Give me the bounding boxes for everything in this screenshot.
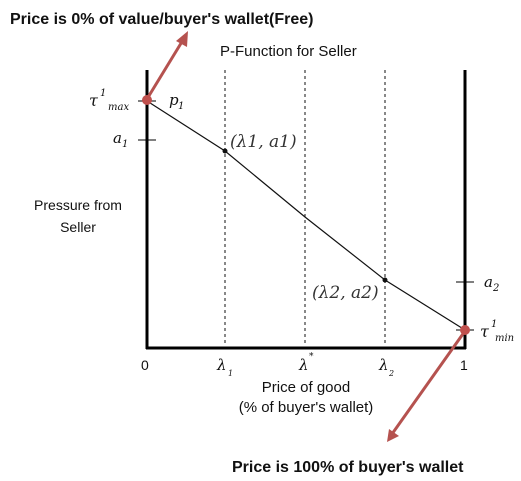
a1-label: a 1 bbox=[113, 129, 128, 150]
svg-text:2: 2 bbox=[492, 283, 499, 294]
diagram-title: P-Function for Seller bbox=[220, 43, 357, 60]
x-tick-0: 0 bbox=[141, 357, 149, 373]
point-lambda1-a1 bbox=[222, 148, 228, 154]
point1-label: (λ1, a1) bbox=[230, 132, 297, 152]
top-arrowhead bbox=[176, 31, 188, 47]
tau-min-label: τ 1 min bbox=[480, 319, 514, 344]
y-axis-label-line2: Seller bbox=[60, 219, 96, 235]
tau-max-endpoint bbox=[142, 95, 152, 105]
bottom-arrow bbox=[390, 330, 467, 435]
x-axis-label-line1: Price of good bbox=[262, 379, 350, 396]
svg-text:min: min bbox=[495, 333, 514, 344]
svg-text:*: * bbox=[309, 352, 314, 362]
p1-label: p 1 bbox=[169, 91, 184, 112]
svg-text:λ: λ bbox=[216, 356, 227, 374]
bottom-annotation: Price is 100% of buyer's wallet bbox=[232, 459, 464, 476]
tau-max-label: τ 1 max bbox=[89, 88, 129, 113]
svg-text:1: 1 bbox=[491, 319, 497, 330]
a2-label: a 2 bbox=[484, 273, 499, 294]
lambda1-tick-label: λ 1 bbox=[216, 356, 233, 378]
top-arrow bbox=[145, 39, 185, 100]
p-function-curve bbox=[146, 100, 466, 331]
svg-text:1: 1 bbox=[228, 369, 233, 378]
x-tick-1: 1 bbox=[460, 357, 468, 373]
svg-text:a: a bbox=[484, 273, 493, 291]
svg-text:1: 1 bbox=[178, 101, 184, 112]
svg-text:a: a bbox=[113, 129, 122, 147]
point-lambda2-a2 bbox=[382, 277, 388, 283]
svg-text:τ: τ bbox=[89, 91, 99, 110]
svg-text:p: p bbox=[169, 91, 179, 109]
svg-text:λ: λ bbox=[298, 356, 309, 374]
y-axis-label-line1: Pressure from bbox=[34, 197, 122, 213]
svg-text:1: 1 bbox=[122, 139, 128, 150]
svg-text:λ: λ bbox=[378, 356, 389, 374]
tau-min-endpoint bbox=[460, 325, 470, 335]
svg-text:1: 1 bbox=[100, 88, 106, 99]
svg-text:2: 2 bbox=[388, 369, 394, 378]
lambda-star-tick-label: λ * bbox=[298, 352, 314, 374]
top-annotation: Price is 0% of value/buyer's wallet(Free… bbox=[10, 11, 313, 28]
bottom-arrowhead bbox=[387, 429, 399, 442]
svg-text:τ: τ bbox=[480, 322, 490, 341]
lambda2-tick-label: λ 2 bbox=[378, 356, 394, 378]
svg-text:max: max bbox=[108, 102, 129, 113]
x-axis-label-line2: (% of buyer's wallet) bbox=[239, 399, 374, 416]
point2-label: (λ2, a2) bbox=[312, 283, 379, 303]
